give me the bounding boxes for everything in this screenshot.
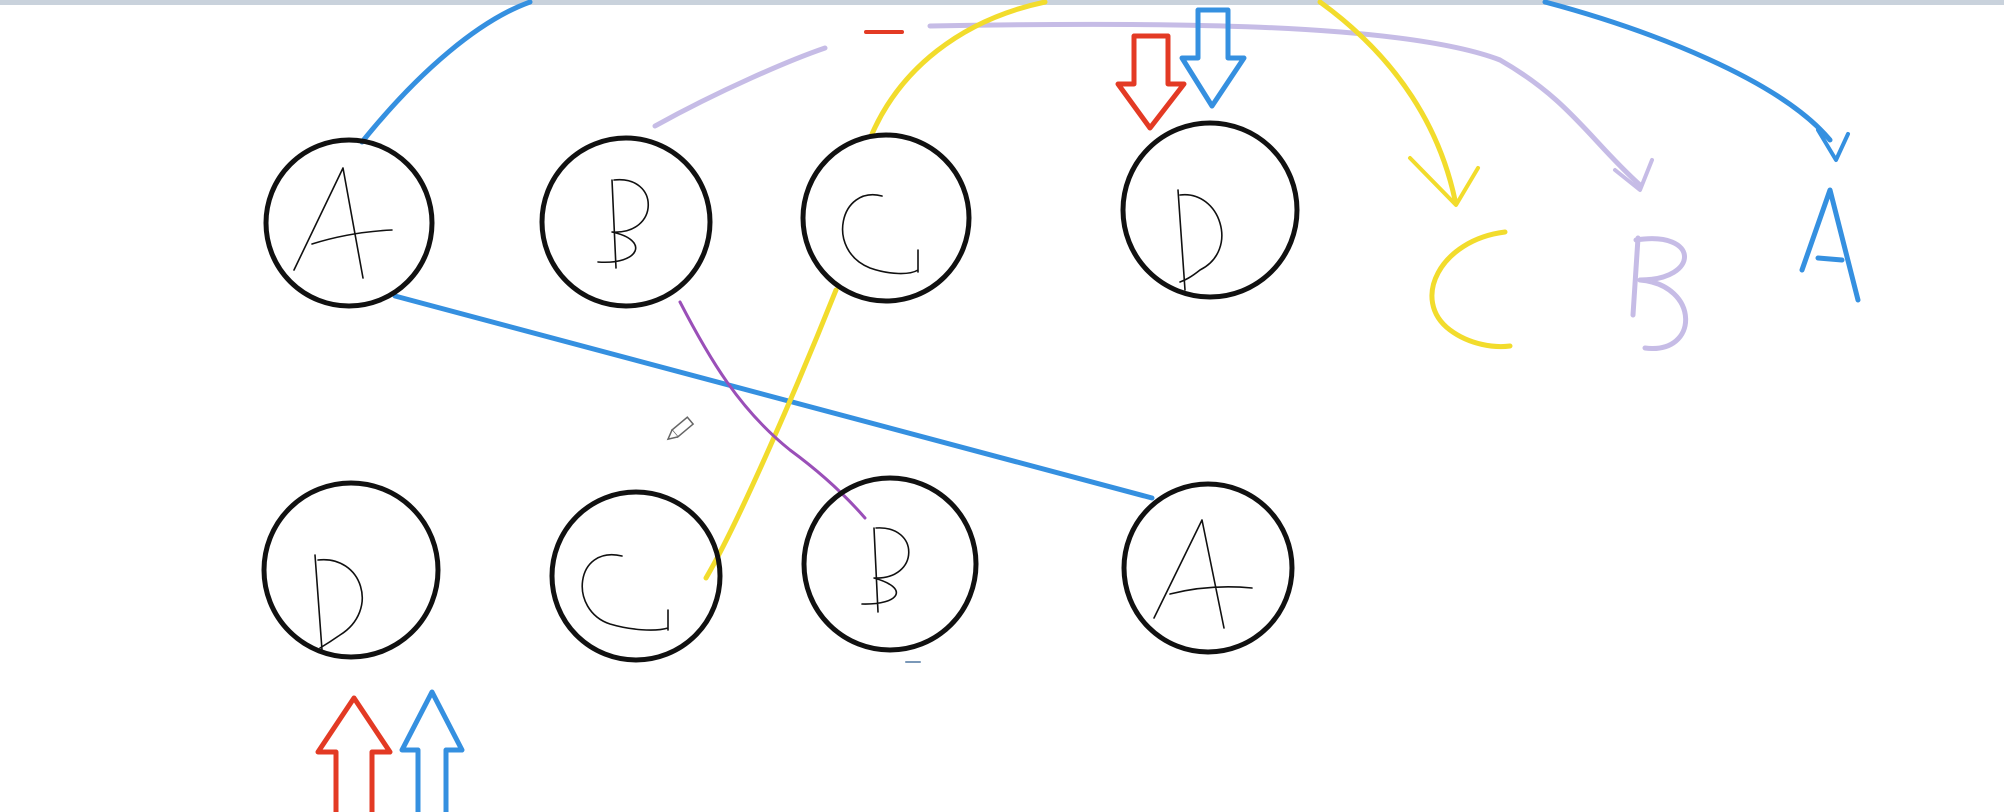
- blue-line-top-a-to-bottom-a: [392, 293, 1155, 501]
- svg-text:A: A: [1208, 566, 1209, 569]
- node-top-c: C: [800, 132, 972, 304]
- svg-text:B: B: [626, 221, 627, 223]
- yellow-arc-c-to-right-c: [869, 0, 1458, 203]
- right-label-a: A: [1799, 187, 1861, 303]
- node-bottom-c: C: [549, 489, 723, 663]
- lavender-arc-b-to-right-b: [652, 21, 1643, 188]
- red-down-arrow-top: [1115, 33, 1187, 131]
- svg-text:B: B: [1660, 289, 1661, 291]
- right-label-c: C: [1429, 229, 1513, 350]
- node-bottom-b: B: [801, 475, 979, 653]
- node-top-d: D: [1120, 120, 1300, 300]
- svg-text:C: C: [636, 575, 637, 577]
- node-top-b: B: [539, 135, 713, 309]
- svg-text:A: A: [1830, 248, 1831, 251]
- node-bottom-a: A: [1121, 481, 1295, 655]
- lavender-arrowhead-right-b: [1613, 158, 1654, 192]
- window-top-border: [0, 0, 2004, 5]
- svg-text:B: B: [890, 563, 891, 565]
- blue-down-arrow-top: [1179, 7, 1247, 109]
- svg-text:A: A: [349, 221, 350, 224]
- pencil-cursor-icon: [666, 416, 695, 441]
- blue-arrowhead-right-a: [1816, 128, 1850, 162]
- red-up-arrow-bottom: [315, 695, 393, 812]
- svg-text:D: D: [1210, 209, 1211, 211]
- svg-text:C: C: [886, 217, 887, 219]
- node-bottom-d: D: [261, 480, 441, 660]
- node-top-a: A: [263, 137, 435, 309]
- purple-line-top-b-to-bottom-b: [678, 300, 867, 520]
- svg-text:C: C: [1460, 289, 1461, 291]
- blue-up-arrow-bottom: [399, 689, 465, 812]
- yellow-arrowhead-right-c: [1408, 156, 1480, 207]
- right-label-b: B: [1630, 235, 1689, 351]
- blue-arc-a-to-right-a: [359, 0, 1833, 145]
- yellow-line-top-c-to-bottom-c: [703, 287, 839, 581]
